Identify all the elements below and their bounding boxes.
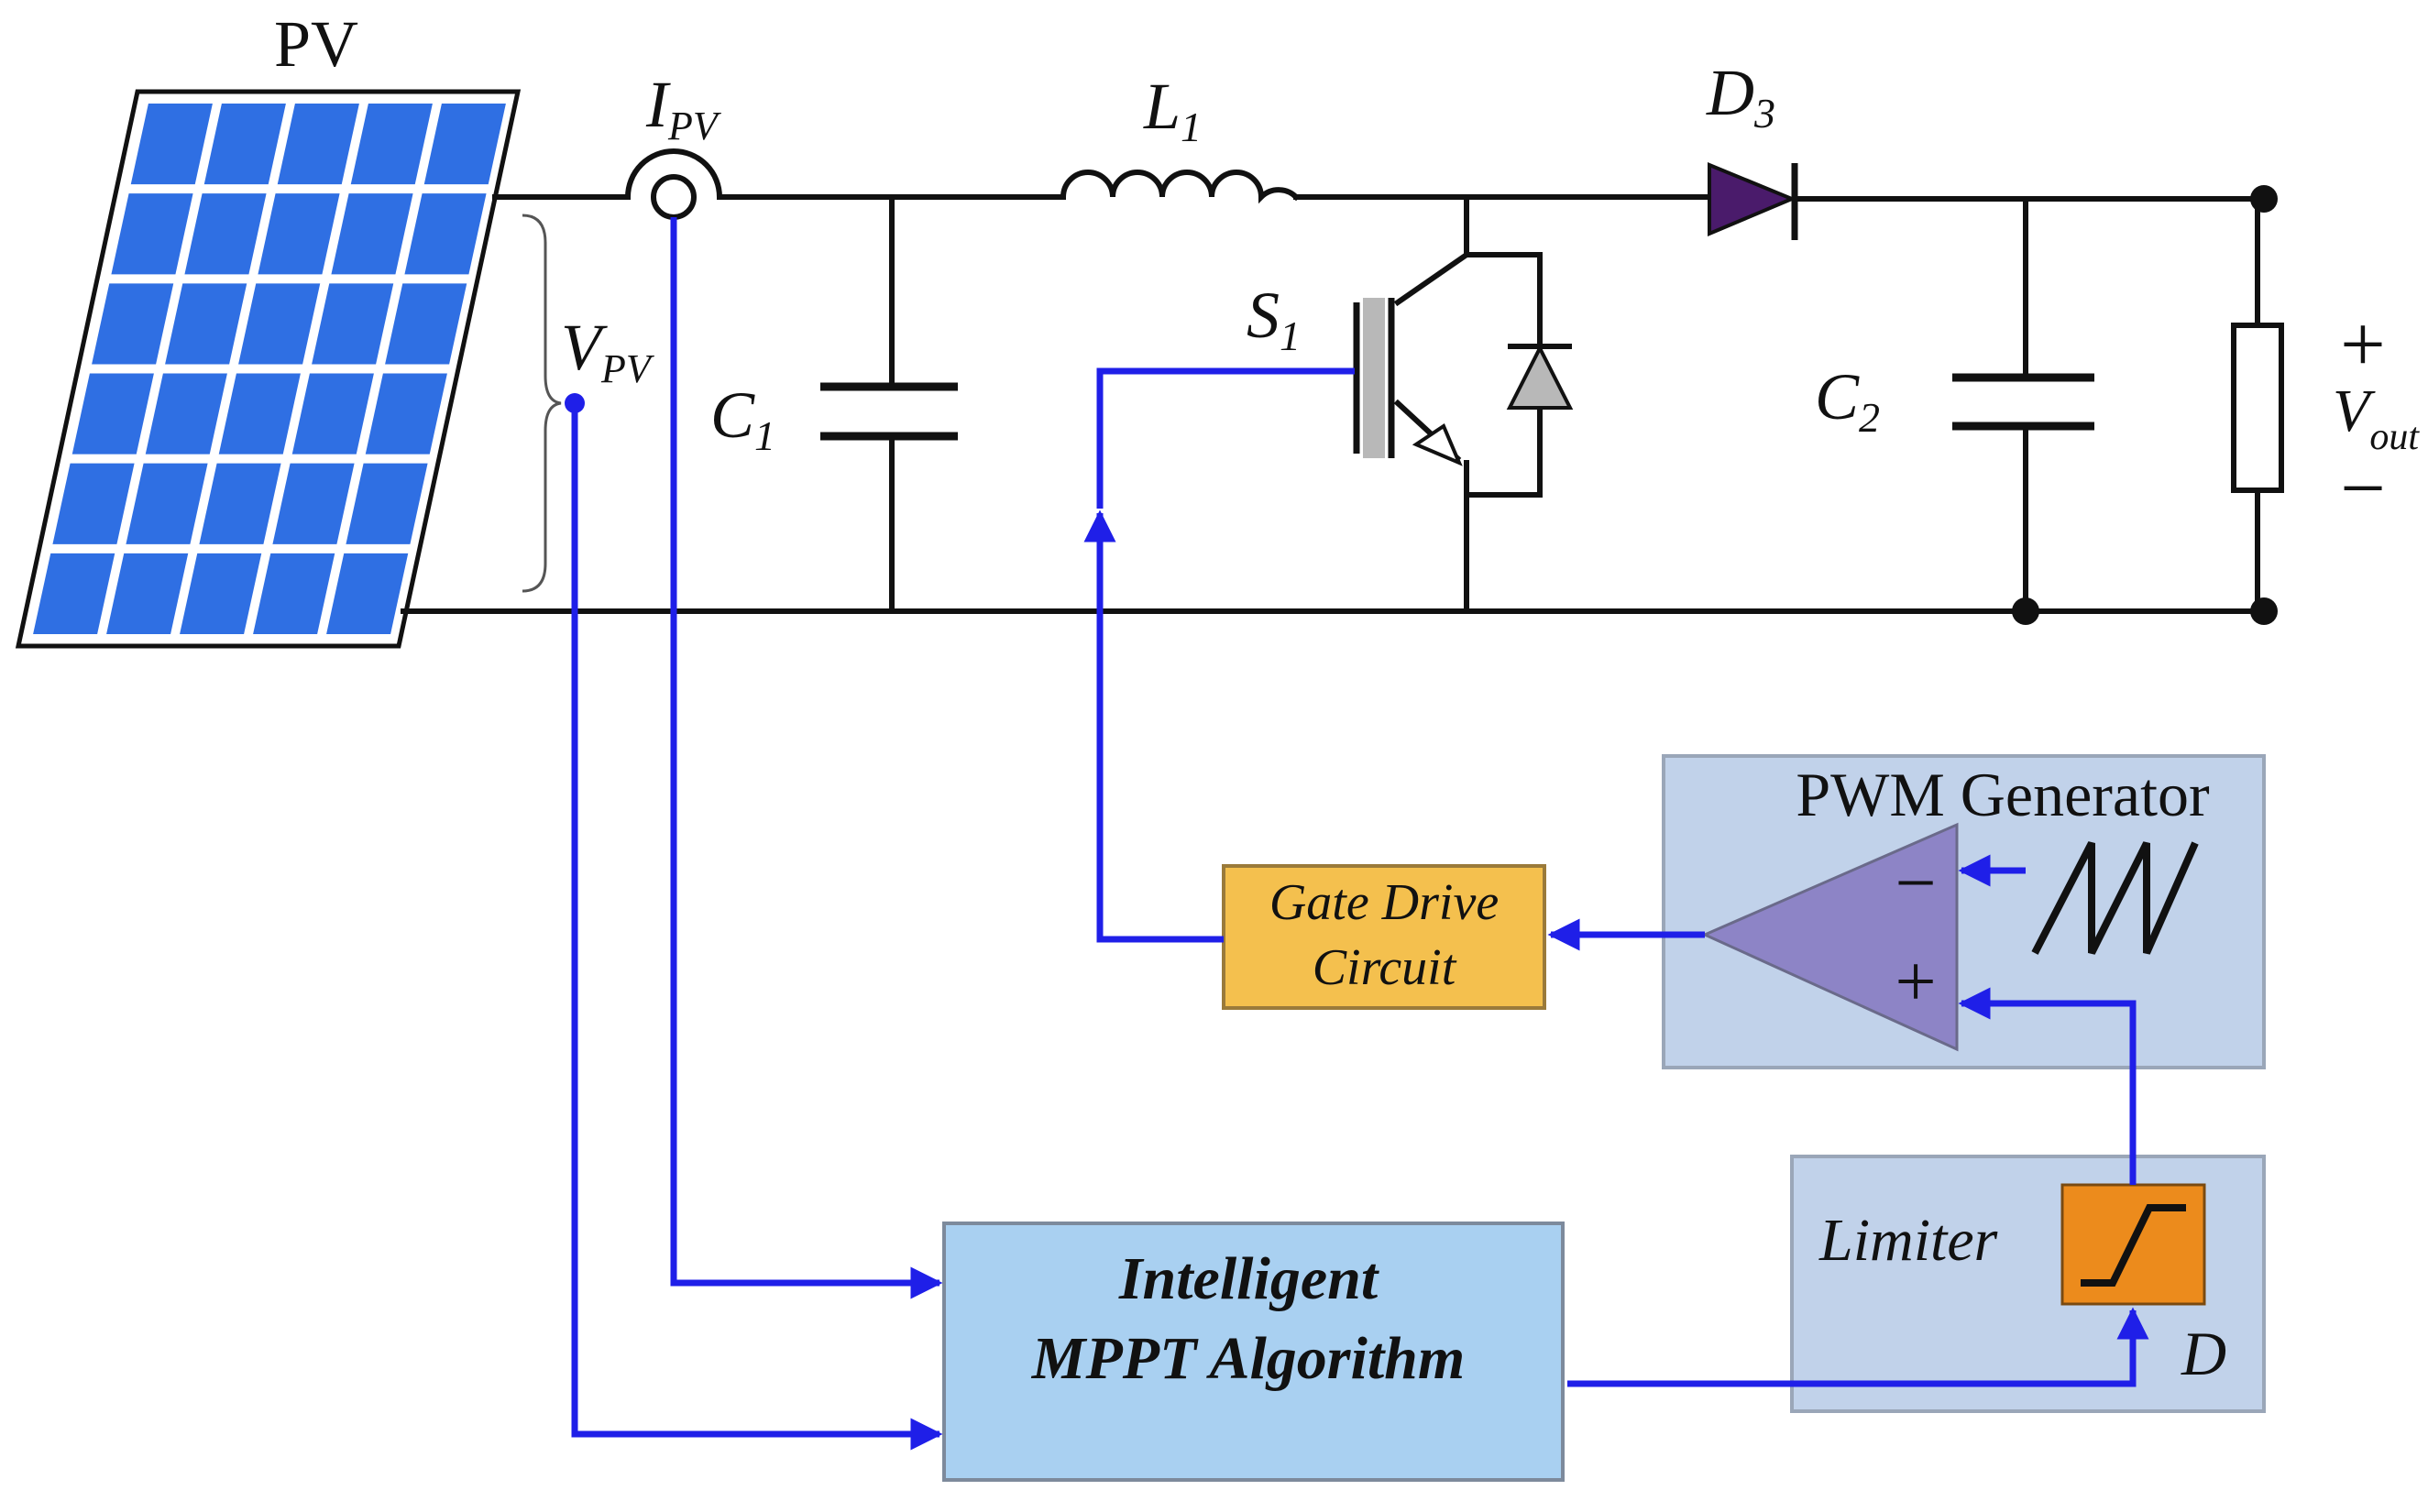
mppt-line1: Intelligent xyxy=(1118,1245,1379,1312)
pwm-generator-block: PWM Generator − + xyxy=(1662,754,2266,1069)
mppt-to-limiter-line xyxy=(1567,1307,2149,1387)
limiter-to-comparator-line xyxy=(1958,987,2137,1185)
gate-drive-block: Gate Drive Circuit xyxy=(1222,864,1546,1010)
pv-cell xyxy=(203,104,286,185)
pv-cell xyxy=(126,463,208,544)
pv-label: PV xyxy=(274,7,358,81)
pv-cell xyxy=(331,193,413,275)
gate-drive-line1: Gate Drive xyxy=(1269,874,1499,931)
comparator-minus: − xyxy=(1895,843,1936,924)
vpv-signal-line xyxy=(571,403,943,1451)
capacitor-c1 xyxy=(820,194,958,614)
gate-signal-top-line xyxy=(1096,367,1355,509)
pv-cell xyxy=(111,193,193,275)
vout-label: Vout xyxy=(2333,378,2420,458)
limiter-label: Limiter xyxy=(1818,1207,1998,1274)
switch-s1 xyxy=(1353,194,1574,614)
pv-cell xyxy=(130,104,213,185)
diode-d3 xyxy=(1708,162,1798,240)
ipv-label: IPV xyxy=(645,68,722,148)
pv-cell xyxy=(346,463,428,544)
pv-cell xyxy=(165,283,247,365)
l1-label: L1 xyxy=(1143,70,1202,150)
pwm-title: PWM Generator xyxy=(1796,760,2210,829)
pv-cell xyxy=(277,104,359,185)
mppt-block: Intelligent MPPT Algorithm xyxy=(942,1222,1565,1482)
pv-cell xyxy=(272,463,355,544)
pv-cell xyxy=(404,193,487,275)
pv-cell xyxy=(218,373,301,455)
pv-cell xyxy=(326,553,409,634)
pv-cell xyxy=(92,283,174,365)
mppt-line2: MPPT Algorithm xyxy=(1031,1325,1465,1392)
pv-cell xyxy=(312,283,394,365)
pv-cell xyxy=(258,193,340,275)
current-sensor xyxy=(625,148,722,220)
vout-minus: − xyxy=(2340,444,2386,533)
pv-cell xyxy=(199,463,281,544)
gate-drive-line2: Circuit xyxy=(1313,939,1457,996)
pv-cell xyxy=(238,283,321,365)
gate-to-switch-line xyxy=(1083,509,1224,943)
pv-cell xyxy=(423,104,506,185)
inductor-l1 xyxy=(1060,170,1301,204)
pv-panel xyxy=(15,89,522,649)
s1-label: S1 xyxy=(1247,279,1301,359)
pv-cell xyxy=(33,553,115,634)
pv-cell xyxy=(106,553,189,634)
sawtooth-wave xyxy=(2031,841,2199,955)
pv-cell-grid xyxy=(33,104,506,634)
comparator xyxy=(1701,822,1959,1052)
pv-cell xyxy=(145,373,227,455)
comparator-plus: + xyxy=(1895,942,1936,1023)
pv-cell xyxy=(350,104,433,185)
pv-cell xyxy=(385,283,467,365)
c2-label: C2 xyxy=(1815,360,1880,441)
pv-cell xyxy=(365,373,447,455)
pv-cell xyxy=(52,463,135,544)
vpv-brace xyxy=(522,214,562,593)
vpv-label: VPV xyxy=(561,311,655,391)
pv-cell xyxy=(291,373,374,455)
limiter-output-d: D xyxy=(2181,1319,2226,1388)
pv-cell xyxy=(253,553,335,634)
c1-label: C1 xyxy=(710,378,775,459)
d3-label: D3 xyxy=(1706,56,1775,137)
pv-cell xyxy=(71,373,154,455)
limiter-block: Limiter D xyxy=(1790,1155,2266,1413)
load-resistor xyxy=(2231,196,2284,614)
pv-cell xyxy=(180,553,262,634)
output-node-top xyxy=(2250,185,2278,213)
capacitor-c2 xyxy=(1952,196,2094,614)
output-node-bottom xyxy=(2250,597,2278,625)
vout-plus: + xyxy=(2340,301,2386,389)
ipv-signal-line xyxy=(670,217,943,1299)
pv-cell xyxy=(184,193,267,275)
